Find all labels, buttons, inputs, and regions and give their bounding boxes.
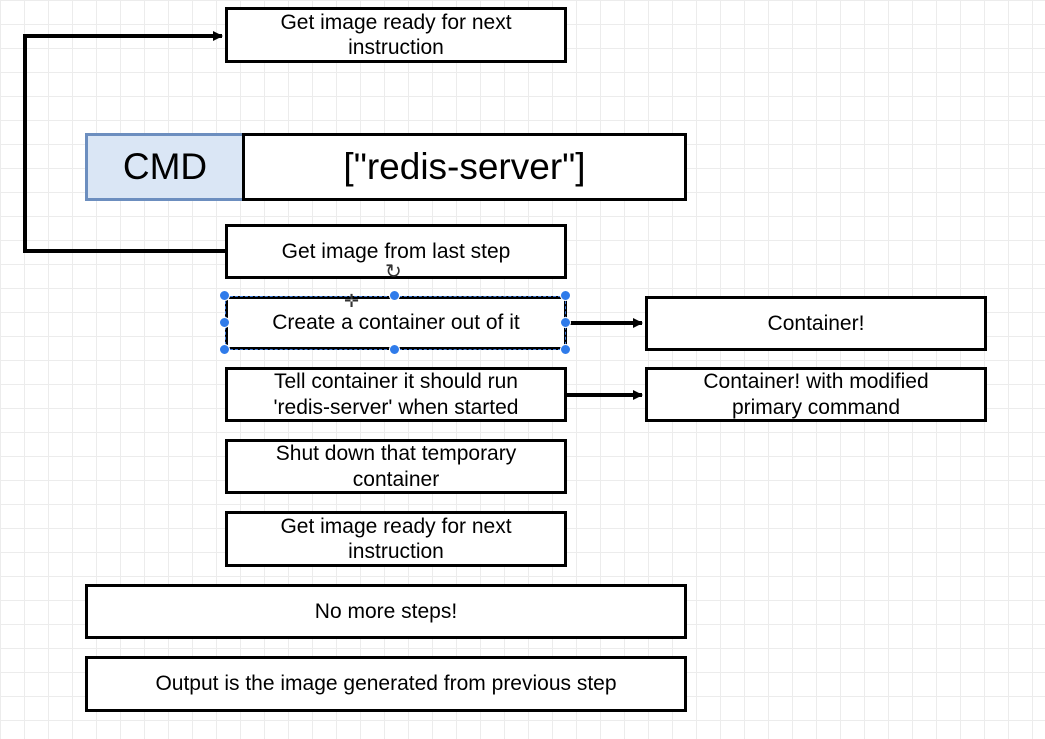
resize-handle-s[interactable] xyxy=(389,344,400,355)
resize-handle-n[interactable] xyxy=(389,290,400,301)
box-create-container[interactable]: Create a container out of it xyxy=(225,296,567,350)
box-container[interactable]: Container! xyxy=(645,296,987,351)
box-no-more-steps[interactable]: No more steps! xyxy=(85,584,687,639)
box-container-modified[interactable]: Container! with modified primary command xyxy=(645,367,987,422)
resize-handle-ne[interactable] xyxy=(560,290,571,301)
box-ready-top[interactable]: Get image ready for next instruction xyxy=(225,7,567,63)
cmd-keyword-box[interactable]: CMD xyxy=(85,133,245,201)
resize-handle-w[interactable] xyxy=(219,317,230,328)
resize-handle-se[interactable] xyxy=(560,344,571,355)
box-output[interactable]: Output is the image generated from previ… xyxy=(85,656,687,712)
resize-handle-nw[interactable] xyxy=(219,290,230,301)
cmd-value-box[interactable]: ["redis-server"] xyxy=(242,133,687,201)
box-ready-bottom[interactable]: Get image ready for next instruction xyxy=(225,511,567,567)
box-tell-container[interactable]: Tell container it should run 'redis-serv… xyxy=(225,367,567,422)
resize-handle-sw[interactable] xyxy=(219,344,230,355)
move-icon[interactable]: ✛ xyxy=(344,291,360,311)
resize-handle-e[interactable] xyxy=(560,317,571,328)
rotate-icon[interactable]: ↻ xyxy=(385,261,402,283)
box-get-image[interactable]: Get image from last step xyxy=(225,224,567,279)
box-shut-down[interactable]: Shut down that temporary container xyxy=(225,439,567,494)
selection-outline xyxy=(225,296,566,350)
